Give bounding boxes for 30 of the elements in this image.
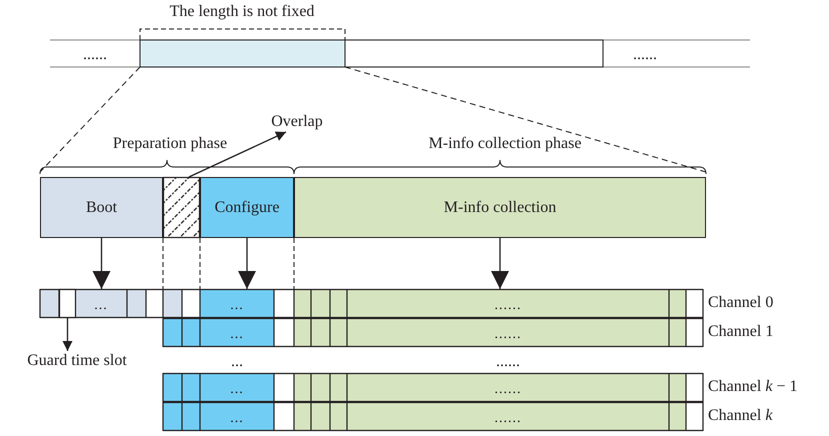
- ellipsis: ...: [230, 328, 244, 342]
- channel-label: Channel k − 1: [708, 379, 798, 395]
- ellipsis: ......: [494, 328, 522, 342]
- arrow: [62, 318, 72, 351]
- ellipsis: ...: [94, 299, 108, 313]
- channel-label: Channel 1: [708, 324, 774, 340]
- channel-label: Channel k: [708, 408, 772, 424]
- phase-label: M-info collection phase: [428, 136, 582, 152]
- arrow: [188, 131, 286, 178]
- callout-label: Overlap: [271, 113, 323, 131]
- ellipsis: ......: [494, 299, 522, 313]
- callout-label: Guard time slot: [27, 352, 127, 370]
- ellipsis: ...: [230, 299, 244, 313]
- ellipsis: ...: [231, 354, 243, 370]
- phase-label: Preparation phase: [112, 136, 228, 152]
- ellipsis: ......: [494, 383, 522, 397]
- channel-label: Channel 0: [708, 295, 774, 311]
- dimension-label: The length is not fixed: [170, 4, 314, 20]
- ellipsis: ......: [494, 412, 522, 426]
- arrow: [491, 238, 509, 289]
- ellipsis: ......: [633, 47, 657, 63]
- ellipsis: ......: [83, 47, 107, 63]
- ellipsis: ...: [230, 383, 244, 397]
- phase-block: Configure: [200, 177, 294, 238]
- arrow: [238, 238, 256, 289]
- arrow: [92, 238, 110, 289]
- ellipsis: ......: [496, 354, 520, 370]
- phase-block: Boot: [40, 177, 163, 238]
- ellipsis: ...: [230, 412, 244, 426]
- phase-block: M-info collection: [294, 177, 706, 238]
